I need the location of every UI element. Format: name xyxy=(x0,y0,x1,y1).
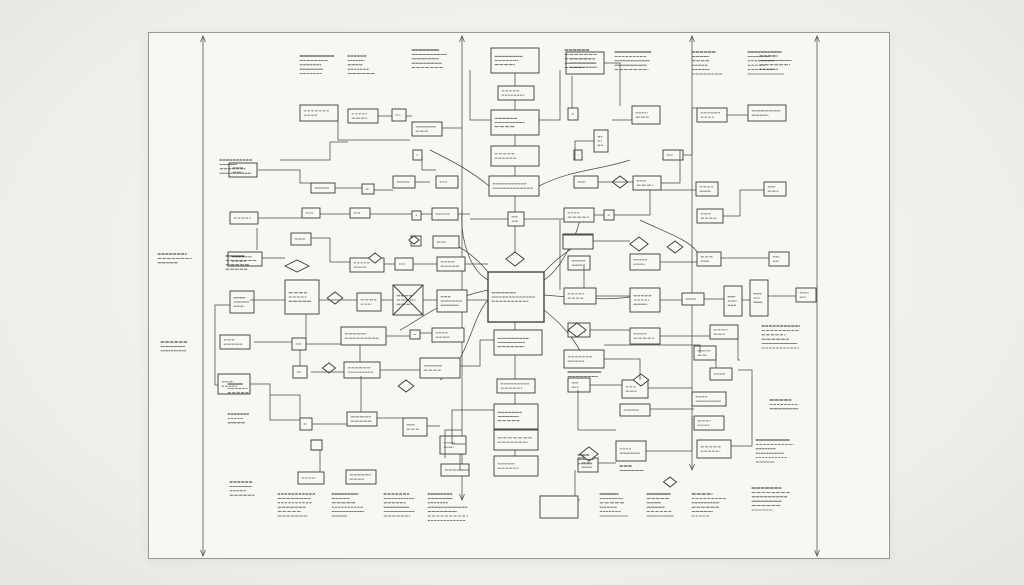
right-cluster-box xyxy=(563,207,595,223)
crossed-box-diagonal xyxy=(392,284,424,316)
central-decision-diamond xyxy=(505,251,525,267)
left-cluster-box xyxy=(301,207,321,219)
right-cluster-box xyxy=(695,181,719,197)
rail-arrowhead xyxy=(689,463,695,472)
left-cluster-box xyxy=(347,108,379,124)
right-cluster-box xyxy=(615,440,647,462)
left-decision-diamond xyxy=(367,252,383,264)
left-cluster-box xyxy=(402,417,428,437)
right-decision-diamond xyxy=(567,322,587,338)
right-cluster-box xyxy=(749,279,769,317)
radial-connector xyxy=(399,70,641,381)
left-decision-diamond xyxy=(326,291,344,305)
left-cluster-box xyxy=(227,251,263,267)
small-connector-node xyxy=(310,439,323,451)
bottom-note-card xyxy=(539,495,579,519)
right-decision-diamond xyxy=(632,373,650,387)
right-cluster-box xyxy=(631,105,661,125)
left-cluster-box xyxy=(411,121,443,137)
right-decision-diamond xyxy=(579,446,599,462)
left-cluster-box xyxy=(436,256,466,272)
left-connector xyxy=(214,114,494,472)
spine-box xyxy=(493,429,539,451)
right-cluster-box xyxy=(709,324,739,340)
left-cluster-box xyxy=(356,292,382,312)
left-cluster-box xyxy=(340,326,387,346)
left-cluster-box xyxy=(439,435,467,455)
right-decision-diamond xyxy=(629,236,649,252)
rail-arrowhead xyxy=(689,34,695,43)
right-decision-diamond xyxy=(662,476,678,488)
left-decision-diamond xyxy=(321,362,337,374)
right-cluster-box xyxy=(696,439,732,459)
left-cluster-box xyxy=(345,469,377,485)
right-cluster-box xyxy=(629,253,661,271)
right-cluster-box xyxy=(696,107,728,123)
right-cluster-box xyxy=(629,327,661,345)
spine-box xyxy=(496,378,536,394)
rail-arrowhead xyxy=(814,549,820,558)
rail-arrowhead xyxy=(459,493,465,502)
left-cluster-box xyxy=(419,357,461,379)
junction-box xyxy=(562,234,594,250)
spine-box xyxy=(493,455,539,477)
left-cluster-box xyxy=(219,334,251,350)
right-cluster-box xyxy=(795,287,817,303)
left-cluster-box xyxy=(432,235,460,249)
right-connector xyxy=(559,62,796,501)
right-cluster-box xyxy=(567,255,591,271)
right-cluster-box xyxy=(763,181,787,197)
left-cluster-box xyxy=(343,361,381,379)
left-decision-diamond xyxy=(397,379,415,393)
left-cluster-box xyxy=(431,327,465,343)
rail-arrowhead xyxy=(814,34,820,43)
rail-arrowhead xyxy=(200,34,206,43)
left-cluster-box xyxy=(346,411,378,427)
right-cluster-box xyxy=(696,251,722,267)
spine-box xyxy=(497,85,535,101)
right-cluster-box xyxy=(693,345,717,361)
left-flow-diamond xyxy=(283,259,311,273)
left-cluster-box xyxy=(297,471,325,485)
spine-box xyxy=(507,211,525,227)
left-cluster-box xyxy=(299,104,339,122)
right-cluster-box xyxy=(768,251,790,267)
right-cluster-box xyxy=(563,349,605,369)
rail-arrowhead xyxy=(459,34,465,43)
left-cluster-box xyxy=(228,162,258,178)
right-cluster-box xyxy=(567,377,591,393)
right-decision-diamond xyxy=(666,240,684,254)
central-process-box xyxy=(488,175,540,197)
right-cluster-box xyxy=(693,415,725,431)
left-decision-diamond xyxy=(408,235,420,245)
right-cluster-box xyxy=(563,287,597,305)
right-cluster-box xyxy=(691,391,727,407)
right-cluster-box xyxy=(632,175,662,191)
rail-arrowhead xyxy=(200,549,206,558)
spine-box xyxy=(490,145,540,167)
right-cluster-box xyxy=(747,104,787,122)
right-cluster-box xyxy=(696,208,724,224)
